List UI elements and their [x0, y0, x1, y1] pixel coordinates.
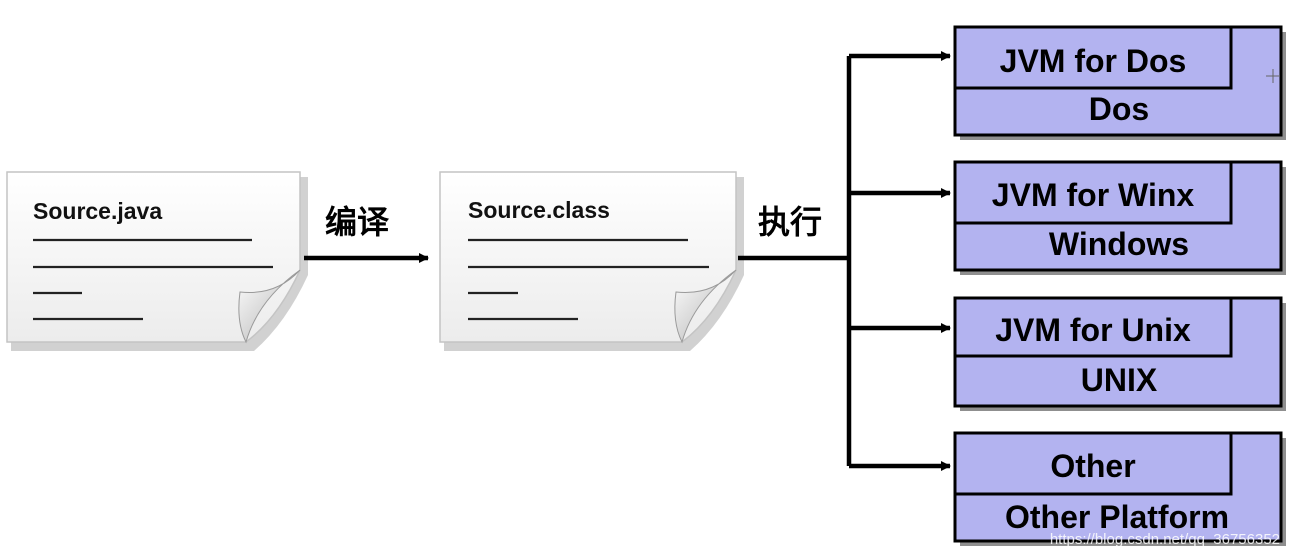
jvm-label: JVM for Unix: [995, 312, 1191, 348]
os-label: Windows: [1049, 226, 1189, 262]
jvm-box: [953, 431, 1233, 496]
execute-connector: [738, 51, 951, 471]
jvm-label: JVM for Winx: [992, 177, 1195, 213]
jvm-box: [953, 25, 1233, 90]
source-java-title: Source.java: [33, 198, 162, 224]
platform-box-unix: JVM for Unix UNIX: [953, 296, 1286, 411]
watermark-text: https://blog.csdn.net/qq_36756352: [1050, 531, 1280, 548]
os-label: Dos: [1089, 91, 1149, 127]
execute-label: 执行: [758, 203, 822, 241]
platform-box-windows: JVM for Winx Windows: [953, 160, 1286, 275]
platform-box-dos: JVM for Dos Dos: [953, 25, 1286, 140]
platform-box-other: Other Other Platform: [953, 431, 1286, 546]
source-class-document: Source.class: [439, 171, 744, 351]
jvm-box: [953, 160, 1233, 225]
source-class-title: Source.class: [468, 197, 610, 223]
jvm-box: [953, 296, 1233, 358]
jvm-label: Other: [1050, 448, 1135, 484]
os-label: Other Platform: [1005, 499, 1229, 535]
source-java-document: Source.java: [6, 171, 308, 351]
compile-label: 编译: [325, 203, 390, 241]
os-label: UNIX: [1081, 362, 1158, 398]
jvm-label: JVM for Dos: [1000, 43, 1187, 79]
crosshair-icon: [1266, 69, 1280, 83]
